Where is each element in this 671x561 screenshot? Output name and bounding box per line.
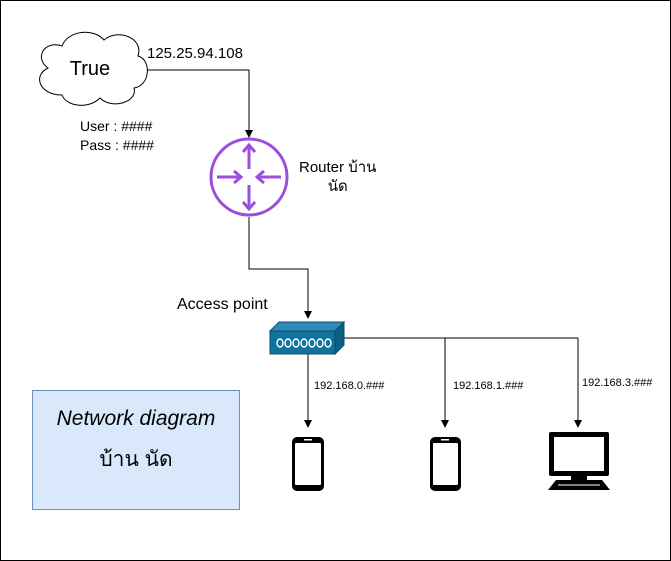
subnet-label: 192.168.3.### [582,377,653,389]
isp-name-label: True [69,58,111,80]
router-to-ap-line [248,217,312,319]
diagram-title-note: Network diagram บ้าน นัด [32,390,240,510]
connectors [134,69,582,428]
subnet-label: 192.168.1.### [453,380,524,392]
subnet-label: 192.168.0.### [314,380,385,392]
isp-user-label: User : #### [80,118,153,134]
cloud-icon [39,31,148,106]
router-label-line2: นัด [327,178,348,195]
access-point-label: Access point [177,296,268,313]
desktop-computer-icon [548,432,610,490]
mobile-phone-icon [292,437,324,491]
isp-to-router-line [134,69,253,138]
access-point-icon [268,320,346,356]
isp-pass-label: Pass : #### [80,137,154,153]
isp-ip-label: 125.25.94.108 [147,45,243,62]
mobile-phone-icon [430,437,461,491]
router-icon [209,137,289,217]
router-label: Router บ้าน นัด [299,158,376,196]
note-title: Network diagram [56,407,216,430]
note-subtitle: บ้าน นัด [99,448,173,471]
router-label-line1: Router บ้าน [299,159,377,176]
